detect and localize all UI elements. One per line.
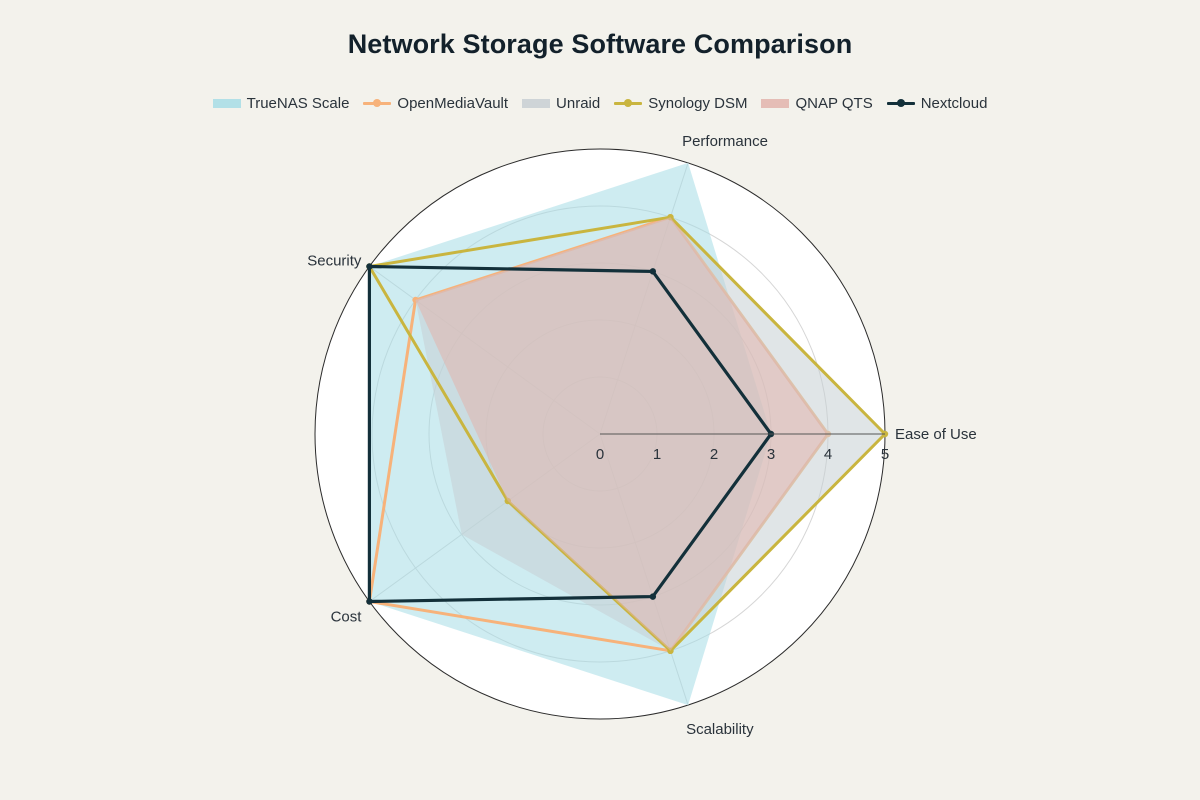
axis-label-ease-of-use: Ease of Use <box>895 426 977 443</box>
chart-legend: TrueNAS Scale OpenMediaVault Unraid Synolog… <box>0 92 1200 114</box>
legend-label-openmediavault: OpenMediaVault <box>397 94 509 112</box>
legend-label-synology-dsm: Synology DSM <box>648 94 748 112</box>
axis-label-security: Security <box>307 252 362 269</box>
radial-tick-label-1: 1 <box>653 446 661 463</box>
legend-item-qnap-qts: QNAP QTS <box>761 94 873 112</box>
radial-tick-label-5: 5 <box>881 446 889 463</box>
radial-tick-label-3: 3 <box>767 446 775 463</box>
chart-title: Network Storage Software Comparison <box>347 29 853 59</box>
legend-label-truenas-scale: TrueNAS Scale <box>246 94 350 112</box>
legend-item-truenas-scale: TrueNAS Scale <box>212 94 350 112</box>
legend-swatch-truenas-scale <box>212 96 241 110</box>
legend-swatch-unraid <box>522 96 551 110</box>
axis-label-performance: Performance <box>682 133 768 150</box>
legend-item-synology-dsm: Synology DSM <box>614 95 747 112</box>
series-point-nextcloud-3 <box>366 598 373 605</box>
radial-tick-label-2: 2 <box>710 446 718 463</box>
series-point-nextcloud-2 <box>366 263 373 270</box>
radial-tick-label-0: 0 <box>596 446 604 463</box>
legend-label-qnap-qts: QNAP QTS <box>795 94 873 112</box>
legend-swatch-nextcloud <box>886 96 915 110</box>
axis-label-scalability: Scalability <box>686 721 754 738</box>
legend-label-nextcloud: Nextcloud <box>920 94 988 112</box>
legend-item-unraid: Unraid <box>522 95 600 112</box>
series-line-nextcloud <box>367 264 773 604</box>
legend-swatch-openmediavault <box>363 96 392 110</box>
series-line-synology-dsm <box>366 215 888 653</box>
radial-tick-label-4: 4 <box>824 446 832 463</box>
legend-swatch-synology-dsm <box>614 96 643 110</box>
series-point-nextcloud-1 <box>649 268 657 275</box>
legend-swatch-qnap-qts <box>761 96 790 110</box>
legend-label-unraid: Unraid <box>556 94 601 112</box>
legend-item-nextcloud: Nextcloud <box>886 94 988 112</box>
legend-item-openmediavault: OpenMediaVault <box>363 95 508 112</box>
axis-label-cost: Cost <box>331 609 363 626</box>
series-point-nextcloud-4 <box>649 593 657 600</box>
